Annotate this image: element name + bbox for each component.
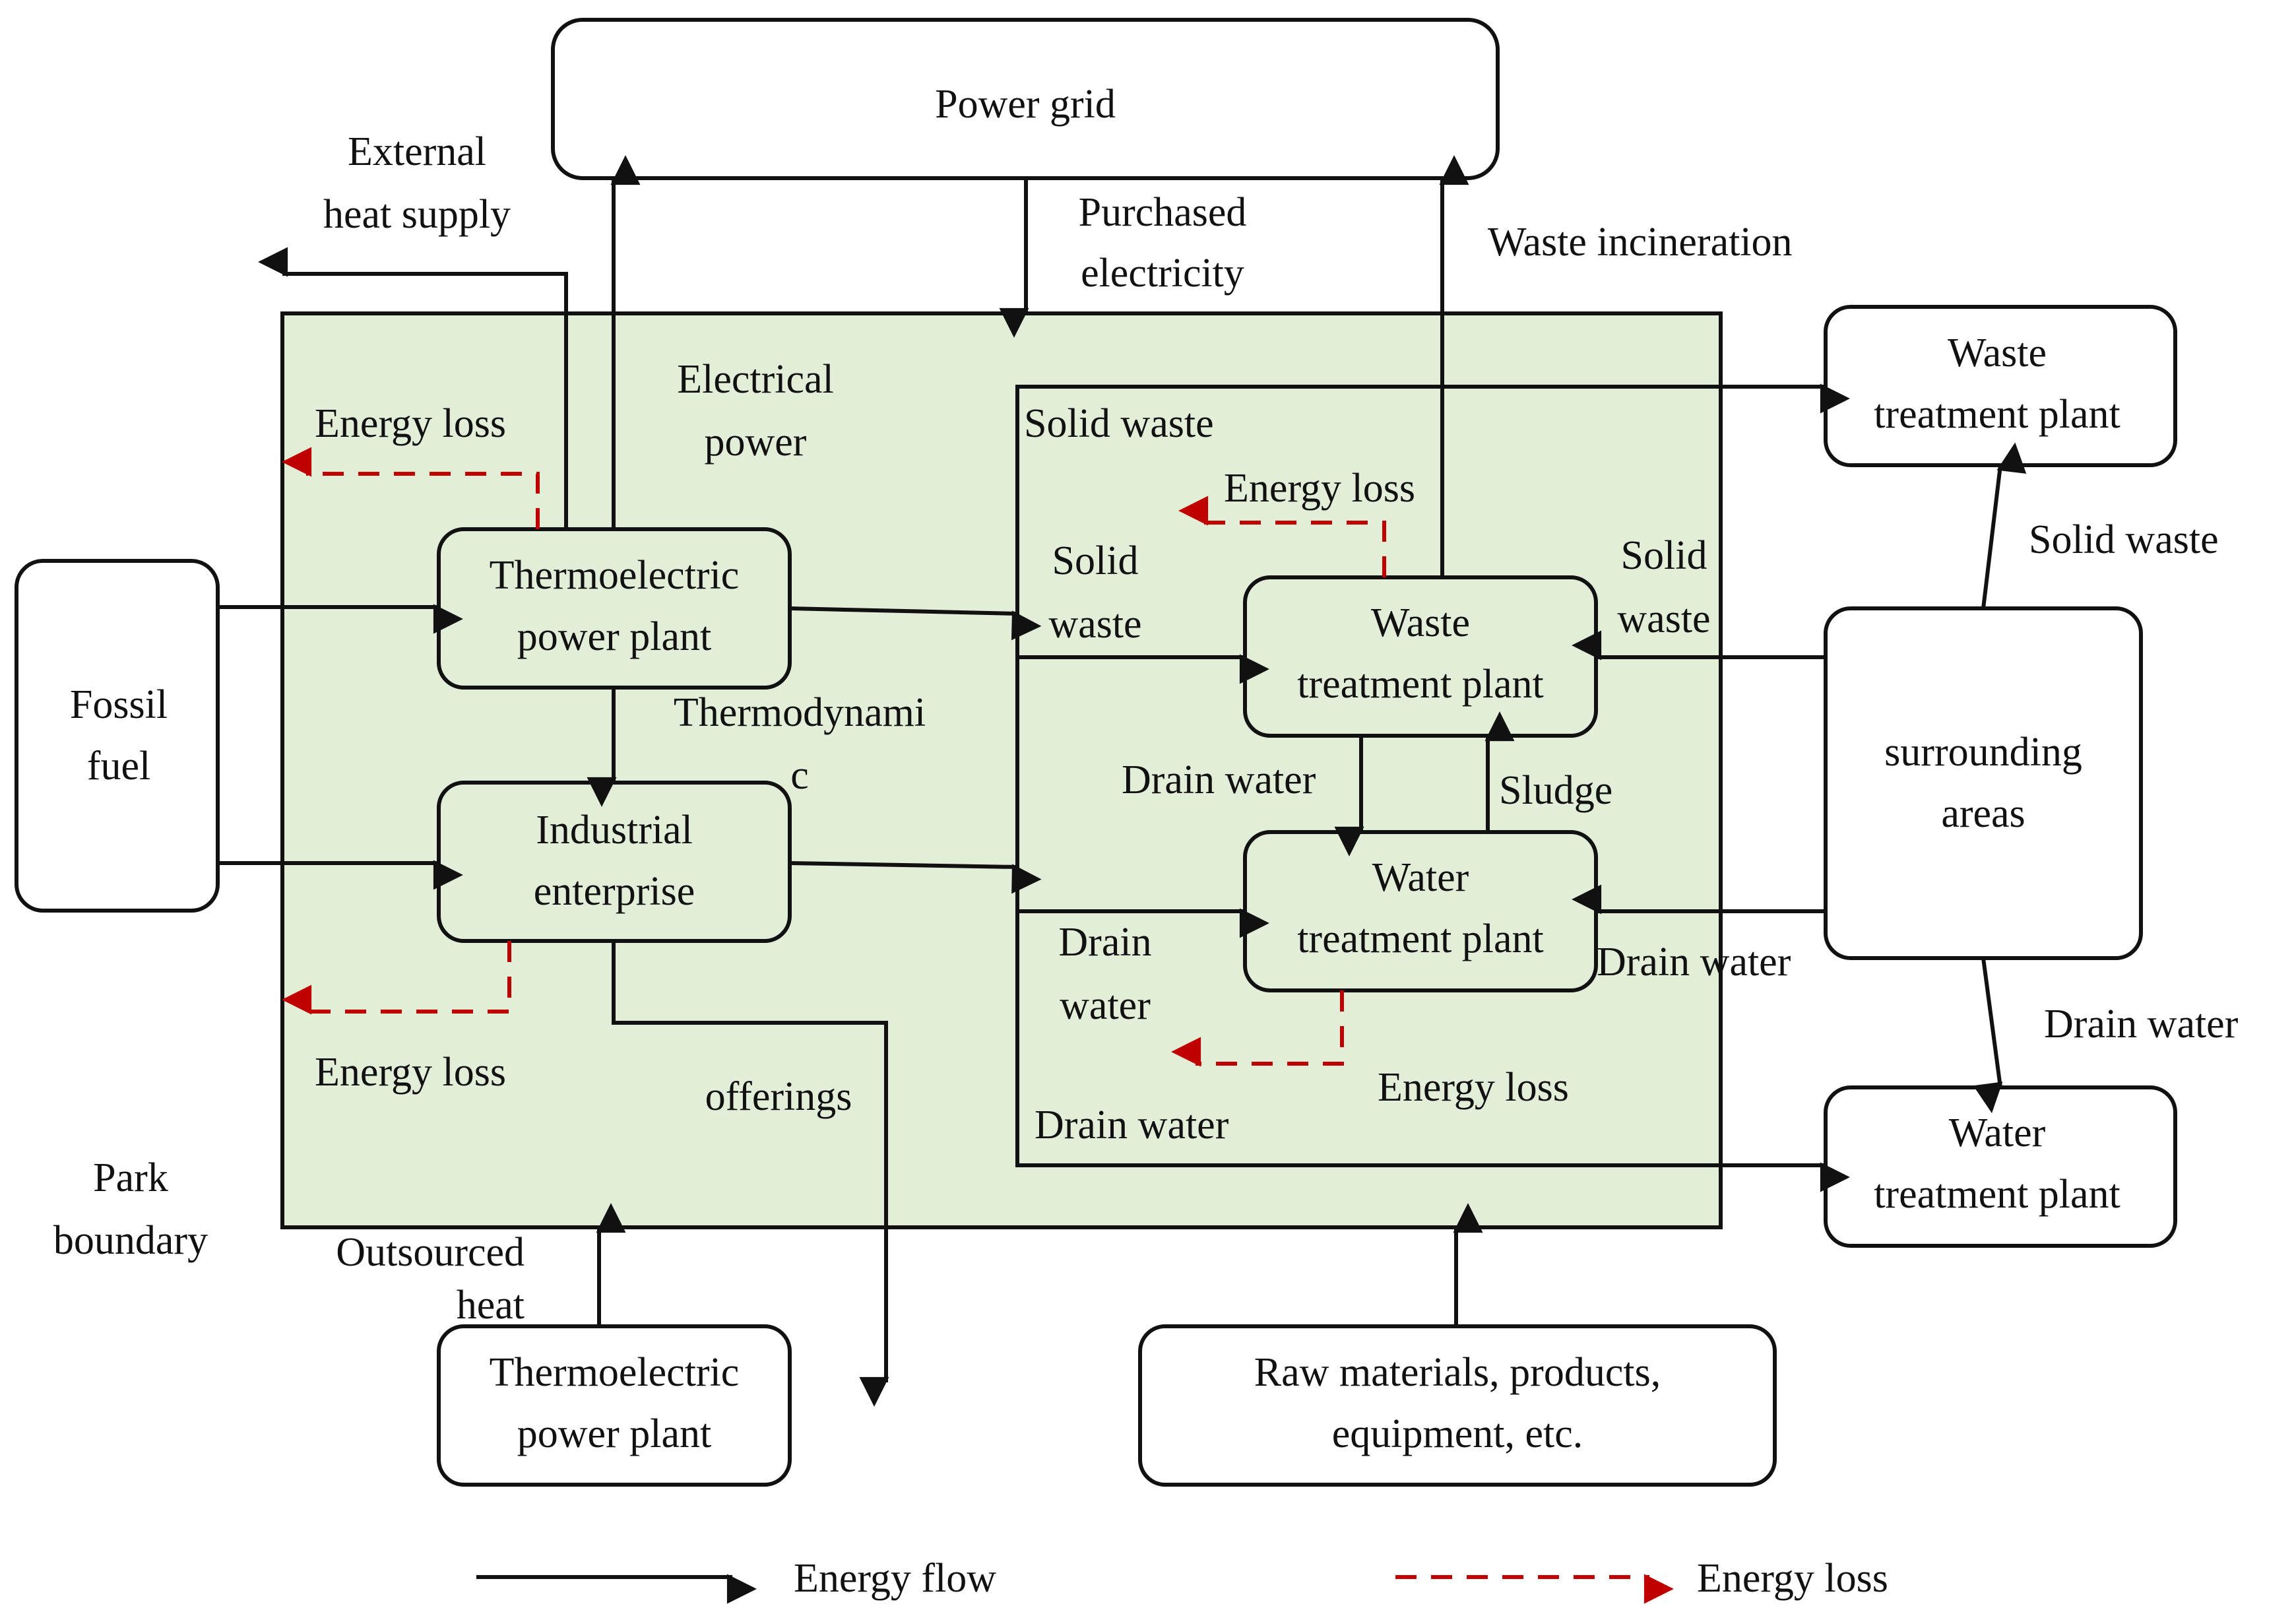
power-grid-label: Power grid bbox=[935, 82, 1116, 127]
drain-water-right-label: Drain water bbox=[1597, 940, 1791, 985]
text-line: Solid bbox=[1052, 538, 1139, 583]
text-line: enterprise bbox=[534, 869, 695, 914]
text-line: water bbox=[1060, 983, 1151, 1028]
text-line: Energy loss bbox=[1378, 1065, 1569, 1110]
text-line: Thermoelectric bbox=[490, 553, 740, 598]
outsourced-thermoelectric-label: Thermoelectric power plant bbox=[490, 1350, 740, 1456]
text-line: c bbox=[790, 753, 809, 798]
energy-loss-arrows bbox=[282, 447, 1386, 1067]
text-line: boundary bbox=[53, 1218, 208, 1263]
legend: Energy flow Energy loss bbox=[794, 1556, 1888, 1601]
text-line: Electrical bbox=[677, 357, 834, 402]
energy-flow-arrows bbox=[219, 155, 2027, 1407]
text-line: Industrial bbox=[536, 808, 693, 853]
outsourced-thermoelectric-box bbox=[437, 1324, 792, 1487]
text-line: waste bbox=[1617, 597, 1710, 641]
surrounding-areas-box bbox=[1824, 606, 2143, 960]
text-line: treatment plant bbox=[1297, 917, 1544, 961]
text-line: Outsourced bbox=[336, 1230, 525, 1275]
outsourced-heat-label: Outsourced heat bbox=[336, 1230, 525, 1328]
text-line: Purchased bbox=[1079, 190, 1247, 235]
legend-flow-label: Energy flow bbox=[794, 1556, 996, 1601]
legend-loss-label: Energy loss bbox=[1697, 1556, 1888, 1601]
text-line: Waste bbox=[1371, 600, 1470, 645]
text-line: waste bbox=[1048, 602, 1141, 647]
water-energy-loss-label: Energy loss bbox=[1378, 1065, 1569, 1110]
solid-waste-out-label: Solid waste bbox=[2029, 517, 2219, 562]
park-boundary-label: Park boundary bbox=[53, 1155, 208, 1263]
outer-waste-plant-label: Waste treatment plant bbox=[1874, 331, 2121, 437]
text-line: External bbox=[348, 129, 486, 174]
text-line: treatment plant bbox=[1874, 392, 2121, 437]
text-line: power plant bbox=[517, 1411, 711, 1456]
outer-water-plant-label: Water treatment plant bbox=[1874, 1111, 2121, 1217]
power-grid-box bbox=[551, 18, 1500, 180]
sludge-label: Sludge bbox=[1499, 768, 1612, 813]
node-texts: Power grid Fossil fuel Thermoelectric powe… bbox=[70, 82, 2121, 1456]
industrial-energy-loss-label: Energy loss bbox=[315, 1050, 506, 1095]
text-line: fuel bbox=[87, 744, 150, 789]
drain-water-inner-label: Drain water bbox=[1058, 920, 1151, 1028]
park-boundary-area bbox=[280, 311, 1723, 1229]
text-line: Waste bbox=[1948, 331, 2047, 375]
electrical-power-label: Electrical power bbox=[677, 357, 834, 465]
text-line: power bbox=[705, 420, 807, 465]
text-line: heat bbox=[457, 1283, 525, 1328]
text-line: equipment, etc. bbox=[1332, 1411, 1583, 1456]
text-line: Power grid bbox=[935, 82, 1116, 127]
text-line: heat supply bbox=[323, 192, 511, 237]
text-line: Drain water bbox=[1035, 1103, 1229, 1147]
text-line: Energy loss bbox=[1224, 466, 1415, 511]
external-heat-label: External heat supply bbox=[323, 129, 511, 237]
text-line: Drain water bbox=[1597, 940, 1791, 985]
text-line: treatment plant bbox=[1874, 1172, 2121, 1217]
fossil-fuel-label: Fossil fuel bbox=[70, 682, 168, 789]
solid-waste-inner-label: Solid waste bbox=[1048, 538, 1141, 647]
offerings-label: offerings bbox=[705, 1074, 852, 1119]
purchased-electricity-label: Purchased electricity bbox=[1079, 190, 1247, 296]
flow-labels: External heat supply Purchased electricity… bbox=[53, 129, 2239, 1328]
inner-waste-plant-label: Waste treatment plant bbox=[1297, 600, 1544, 707]
drain-water-bottom-label: Drain water bbox=[1035, 1103, 1229, 1147]
text-line: treatment plant bbox=[1297, 662, 1544, 707]
text-line: Thermoelectric bbox=[490, 1350, 740, 1395]
solid-waste-right-label: Solid waste bbox=[1617, 533, 1710, 641]
thermo-energy-loss-label: Energy loss bbox=[315, 401, 506, 446]
drain-water-mid-label: Drain water bbox=[1122, 758, 1316, 802]
text-line: Thermodynami bbox=[674, 690, 926, 735]
drain-water-out-label: Drain water bbox=[2044, 1002, 2239, 1047]
text-line: Solid waste bbox=[1024, 401, 1214, 446]
fossil-fuel-box bbox=[15, 559, 220, 913]
inner-water-plant-label: Water treatment plant bbox=[1297, 855, 1544, 961]
text-line: Solid waste bbox=[2029, 517, 2219, 562]
surrounding-areas-label: surrounding areas bbox=[1884, 730, 2082, 836]
text-line: offerings bbox=[705, 1074, 852, 1119]
text-line: Raw materials, products, bbox=[1254, 1350, 1661, 1395]
thermoelectric-plant-label: Thermoelectric power plant bbox=[490, 553, 740, 659]
text-line: Drain water bbox=[1122, 758, 1316, 802]
raw-materials-label: Raw materials, products, equipment, etc. bbox=[1254, 1350, 1661, 1456]
solid-waste-top-label: Solid waste bbox=[1024, 401, 1214, 446]
thermodynamic-label: Thermodynami c bbox=[674, 690, 926, 798]
text-line: Waste incineration bbox=[1488, 220, 1793, 265]
text-line: Drain water bbox=[2044, 1002, 2239, 1047]
text-line: surrounding bbox=[1884, 730, 2082, 775]
text-line: power plant bbox=[517, 614, 711, 659]
text-line: Sludge bbox=[1499, 768, 1612, 813]
text-line: Energy loss bbox=[315, 401, 506, 446]
waste-incineration-label: Waste incineration bbox=[1488, 220, 1793, 265]
text-line: areas bbox=[1941, 791, 2025, 836]
waste-energy-loss-label: Energy loss bbox=[1224, 466, 1415, 511]
industrial-enterprise-label: Industrial enterprise bbox=[534, 808, 695, 914]
text-line: Fossil bbox=[70, 682, 168, 727]
text-line: Drain bbox=[1058, 920, 1151, 965]
text-line: Water bbox=[1372, 855, 1469, 900]
text-line: Water bbox=[1949, 1111, 2046, 1155]
industrial-enterprise-box bbox=[437, 781, 792, 943]
text-line: electricity bbox=[1081, 251, 1244, 296]
text-line: Solid bbox=[1621, 533, 1707, 578]
text-line: Park bbox=[93, 1155, 168, 1200]
text-line: Energy loss bbox=[315, 1050, 506, 1095]
